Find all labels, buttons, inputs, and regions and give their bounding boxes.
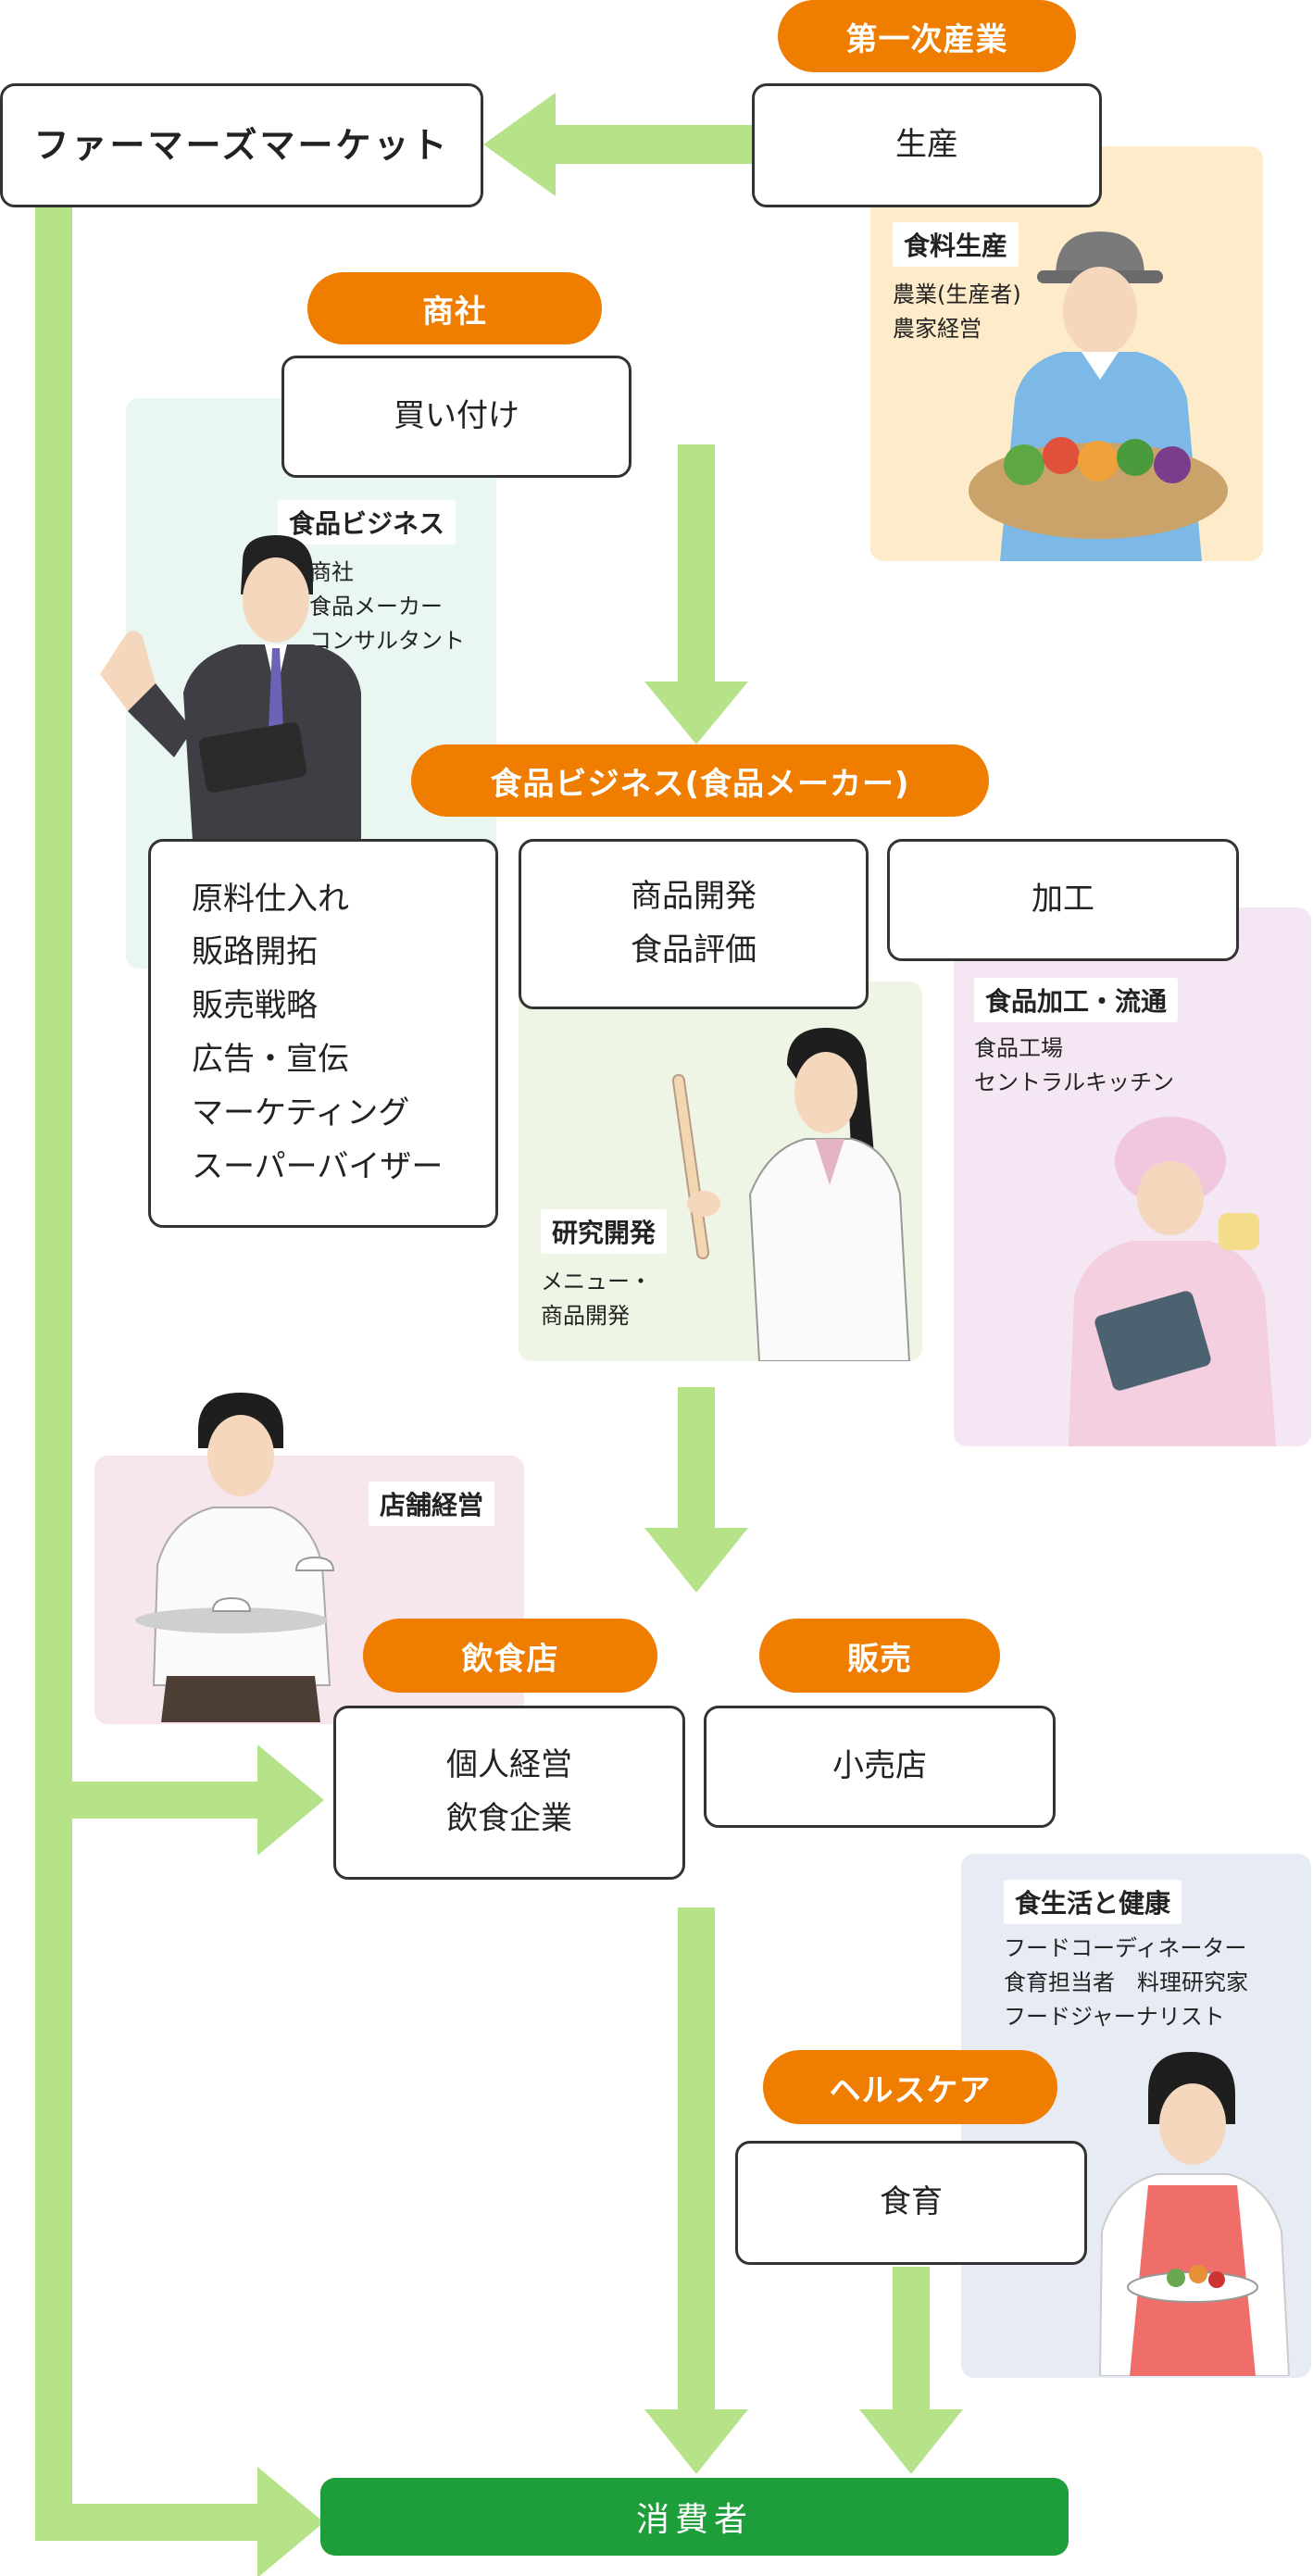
arrow-production-to-market xyxy=(483,93,752,196)
arrow-restaurant-to-consumer xyxy=(644,1907,748,2474)
desc-line: 食育担当者 料理研究家 xyxy=(1004,1970,1248,1996)
tag-food-business: 食品ビジネス xyxy=(278,500,456,544)
desc-line: セントラルキッチン xyxy=(974,1069,1174,1096)
dev-item: 商品開発 xyxy=(631,878,757,916)
task-item: 広告・宣伝 xyxy=(192,1041,349,1078)
tag-rnd: 研究開発 xyxy=(541,1209,668,1254)
desc-line: 商社 xyxy=(309,559,354,585)
food-production-desc: 農業(生産者) 農家経営 xyxy=(893,278,1021,346)
tag-processing: 食品加工・流通 xyxy=(974,978,1179,1022)
tag-diet-health: 食生活と健康 xyxy=(1004,1880,1182,1924)
desc-line: 農業(生産者) xyxy=(893,281,1021,307)
task-item: 原料仕入れ xyxy=(192,880,349,918)
restaurant-box: 個人経営 飲食企業 xyxy=(333,1706,685,1880)
desc-line: メニュー・ xyxy=(541,1269,652,1294)
desc-line: フードジャーナリスト xyxy=(1004,2004,1225,2031)
rnd-desc: メニュー・ 商品開発 xyxy=(541,1265,652,1333)
farmer-icon xyxy=(969,231,1228,561)
home-cook-icon xyxy=(1098,2052,1291,2376)
arrow-trading-to-business xyxy=(644,444,748,744)
pill-restaurant: 飲食店 xyxy=(363,1619,657,1693)
buying-box: 買い付け xyxy=(281,356,631,478)
tag-food-production: 食料生産 xyxy=(893,222,1019,267)
farmers-market-box: ファーマーズマーケット xyxy=(0,83,483,207)
arrow-market-to-consumer xyxy=(35,2467,324,2576)
researcher-icon xyxy=(671,1028,911,1361)
desc-line: 商品開発 xyxy=(541,1303,630,1330)
retail-label: 小売店 xyxy=(832,1747,927,1785)
pill-trading: 商社 xyxy=(307,272,602,344)
task-item: マーケティング xyxy=(192,1094,410,1132)
dev-item: 食品評価 xyxy=(631,932,757,969)
pill-primary-industry: 第一次産業 xyxy=(778,0,1076,72)
task-item: スーパーバイザー xyxy=(192,1147,444,1185)
task-item: 販路開拓 xyxy=(192,933,318,971)
desc-line: フードコーディネーター xyxy=(1004,1935,1247,1961)
desc-line: コンサルタント xyxy=(309,628,465,655)
restaurant-line: 飲食企業 xyxy=(446,1800,572,1837)
product-dev-box: 商品開発 食品評価 xyxy=(519,839,869,1009)
retail-box: 小売店 xyxy=(704,1706,1056,1828)
restaurant-line: 個人経営 xyxy=(446,1746,572,1784)
arrow-market-to-restaurant xyxy=(54,1744,324,1856)
desc-line: 農家経営 xyxy=(893,316,982,343)
pill-healthcare: ヘルスケア xyxy=(763,2050,1057,2124)
food-business-desc: 商社 食品メーカー コンサルタント xyxy=(309,556,465,659)
tag-store-management: 店舗経営 xyxy=(369,1482,495,1526)
farmers-market-label: ファーマーズマーケット xyxy=(33,124,450,166)
factory-worker-icon xyxy=(1069,1117,1276,1446)
desc-line: 食品工場 xyxy=(974,1035,1063,1061)
waiter-icon xyxy=(135,1393,335,1722)
line-market-down xyxy=(35,206,72,2541)
business-tasks-box: 原料仕入れ 販路開拓 販売戦略 広告・宣伝 マーケティング スーパーバイザー xyxy=(148,839,498,1228)
processing-label: 加工 xyxy=(1032,881,1094,919)
pill-food-business: 食品ビジネス(食品メーカー) xyxy=(411,744,989,817)
desc-line: 食品メーカー xyxy=(309,594,443,620)
diet-health-desc: フードコーディネーター 食育担当者 料理研究家 フードジャーナリスト xyxy=(1004,1932,1248,2035)
buying-label: 買い付け xyxy=(394,397,519,435)
pill-sales: 販売 xyxy=(759,1619,1000,1693)
food-education-box: 食育 xyxy=(735,2141,1087,2265)
task-item: 販売戦略 xyxy=(192,987,318,1025)
production-label: 生産 xyxy=(895,126,958,164)
food-education-label: 食育 xyxy=(880,2183,943,2221)
processing-desc: 食品工場 セントラルキッチン xyxy=(974,1032,1174,1100)
businessman-icon xyxy=(100,535,361,841)
consumer-bar: 消費者 xyxy=(320,2478,1069,2556)
processing-box: 加工 xyxy=(887,839,1239,961)
production-box: 生産 xyxy=(752,83,1102,207)
arrow-business-to-restaurant xyxy=(644,1387,748,1593)
arrow-healthcare-to-consumer xyxy=(859,2267,963,2474)
